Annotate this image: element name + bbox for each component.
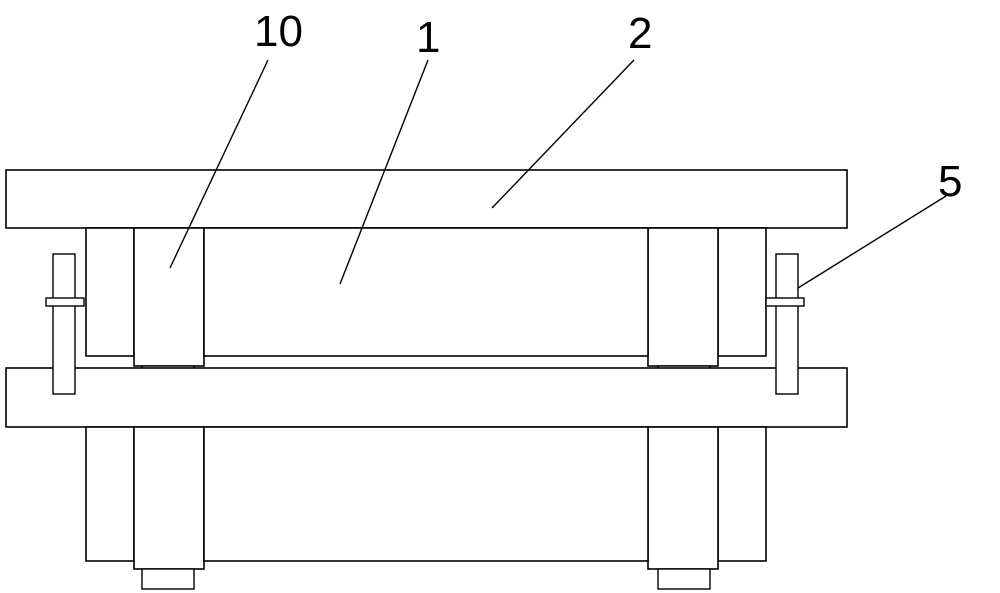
left-side-member-upper (85, 227, 135, 357)
right-side-member-lower (717, 426, 767, 562)
left-guide-column-lower (133, 426, 205, 570)
left-clamp-pin (45, 297, 85, 307)
leader-line-2 (491, 59, 635, 209)
left-guide-column-upper (133, 227, 205, 367)
central-body (203, 227, 649, 357)
label-part-2: 2 (628, 9, 652, 58)
right-side-member-upper (717, 227, 767, 357)
leader-line-5 (797, 195, 947, 289)
label-part-1: 1 (416, 13, 440, 62)
right-guide-column-lower (647, 426, 719, 570)
left-bushing-lower (141, 568, 195, 590)
right-clamp-pin (765, 297, 805, 307)
left-side-member-lower (85, 426, 135, 562)
leader-line-10 (169, 59, 269, 269)
leader-line-1 (339, 59, 429, 285)
right-guide-column-upper (647, 227, 719, 367)
right-bushing-lower (657, 568, 711, 590)
lower-central-body (203, 426, 649, 562)
label-part-5: 5 (938, 157, 962, 206)
right-clamp-bar (775, 253, 799, 395)
top-plate (5, 169, 848, 229)
left-clamp-bar (52, 253, 76, 395)
label-part-10: 10 (254, 7, 303, 56)
middle-plate (5, 367, 848, 428)
